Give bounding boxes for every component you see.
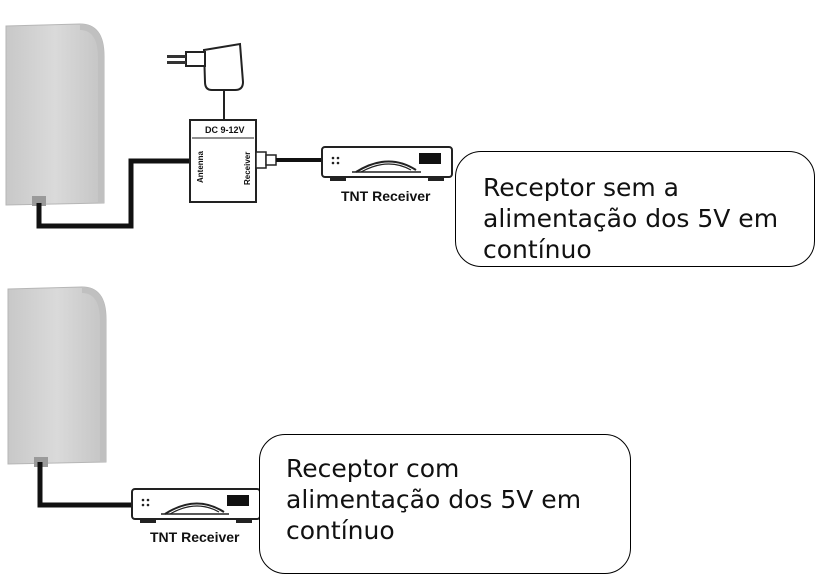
- receiver-port-label: Receiver: [243, 152, 252, 185]
- antenna-cable: [36, 158, 190, 229]
- callout-bottom-line-1: Receptor com: [286, 454, 460, 483]
- power-adapter-icon: [167, 42, 245, 120]
- top-setup: DC 9-12V Antenna Receiver TNT Receiver: [5, 23, 453, 229]
- antenna-panel-icon: [5, 23, 105, 206]
- callout-top-line-3: contínuo: [483, 235, 592, 264]
- callout-top-line-1: Receptor sem a: [483, 173, 679, 202]
- antenna-port-label: Antenna: [196, 150, 205, 183]
- callout-top: Receptor sem a alimentação dos 5V em con…: [455, 151, 815, 267]
- callout-top-line-2: alimentação dos 5V em: [483, 204, 779, 233]
- callout-bottom-line-3: contínuo: [286, 516, 395, 545]
- antenna-panel-icon: [7, 286, 107, 467]
- coax-connector: [255, 151, 277, 169]
- tnt-receiver-icon: [131, 488, 261, 523]
- bottom-setup: TNT Receiver: [7, 286, 261, 545]
- tnt-receiver-icon: [321, 146, 453, 181]
- callout-bottom-line-2: alimentação dos 5V em: [286, 485, 582, 514]
- callout-bottom: Receptor com alimentação dos 5V em contí…: [259, 434, 631, 574]
- power-injector-icon: [189, 119, 257, 203]
- receiver-caption: TNT Receiver: [341, 188, 431, 204]
- power-supply-label: DC 9-12V: [205, 125, 245, 135]
- receiver-caption: TNT Receiver: [150, 529, 240, 545]
- antenna-cable: [37, 462, 132, 508]
